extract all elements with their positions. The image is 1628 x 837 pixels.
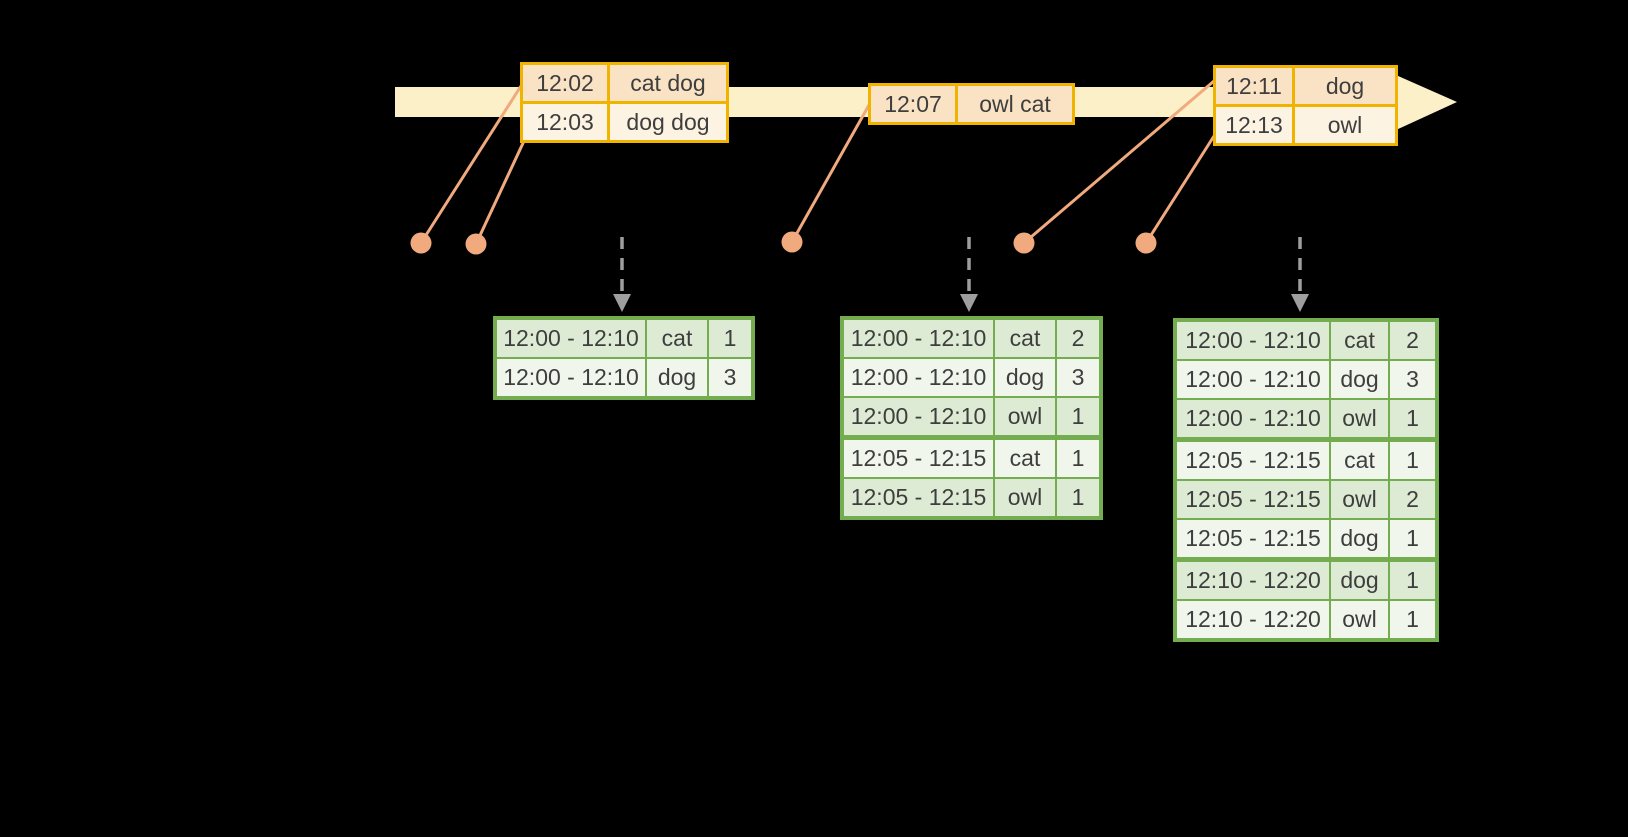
word-cell: cat (1331, 322, 1388, 359)
count-cell: 3 (709, 359, 751, 396)
word-cell: owl (1331, 400, 1388, 437)
event-time-cell: 12:11 (1216, 68, 1292, 104)
window-cell: 12:00 - 12:10 (497, 359, 645, 396)
word-cell: owl (1331, 601, 1388, 638)
count-cell: 1 (1390, 562, 1435, 599)
word-cell: cat (1331, 442, 1388, 479)
word-cell: cat (995, 320, 1055, 357)
count-cell: 1 (1390, 400, 1435, 437)
count-cell: 1 (1057, 398, 1099, 435)
event-connector-line (474, 139, 526, 246)
window-cell: 12:00 - 12:10 (844, 359, 993, 396)
word-cell: dog (1331, 520, 1388, 557)
word-cell: owl (1331, 481, 1388, 518)
timeline-arrowhead-icon (1396, 75, 1457, 130)
count-cell: 1 (1390, 442, 1435, 479)
event-connector-line (790, 103, 871, 244)
event-dot (465, 233, 487, 255)
event-connector-line (419, 84, 523, 245)
window-cell: 12:05 - 12:15 (844, 440, 993, 477)
word-cell: dog (1331, 361, 1388, 398)
word-cell: dog (647, 359, 707, 396)
count-cell: 3 (1057, 359, 1099, 396)
window-cell: 12:05 - 12:15 (1177, 481, 1329, 518)
event-connector-line (1022, 79, 1216, 245)
count-cell: 1 (1057, 479, 1099, 516)
count-cell: 2 (1057, 320, 1099, 357)
event-dot (1013, 232, 1035, 254)
event-words-cell: dog (1295, 68, 1395, 104)
word-cell: cat (995, 440, 1055, 477)
window-cell: 12:00 - 12:10 (1177, 361, 1329, 398)
word-cell: owl (995, 479, 1055, 516)
trigger-arrowhead-icon (960, 294, 978, 312)
word-cell: owl (995, 398, 1055, 435)
window-cell: 12:05 - 12:15 (1177, 442, 1329, 479)
word-cell: dog (1331, 562, 1388, 599)
count-cell: 1 (1390, 601, 1435, 638)
trigger-arrowhead-icon (1291, 294, 1309, 312)
event-dot (1135, 232, 1157, 254)
trigger-arrowhead-icon (613, 294, 631, 312)
event-words-cell: owl (1295, 107, 1395, 143)
count-cell: 2 (1390, 481, 1435, 518)
count-cell: 1 (1390, 520, 1435, 557)
window-cell: 12:05 - 12:15 (844, 479, 993, 516)
event-words-cell: cat dog (610, 65, 726, 101)
event-connector-line (1144, 134, 1216, 245)
event-words-cell: dog dog (610, 104, 726, 140)
count-cell: 1 (1057, 440, 1099, 477)
event-time-cell: 12:07 (871, 86, 955, 122)
window-cell: 12:10 - 12:20 (1177, 601, 1329, 638)
count-cell: 1 (709, 320, 751, 357)
window-cell: 12:00 - 12:10 (1177, 322, 1329, 359)
count-cell: 2 (1390, 322, 1435, 359)
count-cell: 3 (1390, 361, 1435, 398)
event-dot (410, 232, 432, 254)
window-cell: 12:05 - 12:15 (1177, 520, 1329, 557)
window-cell: 12:00 - 12:10 (497, 320, 645, 357)
window-cell: 12:10 - 12:20 (1177, 562, 1329, 599)
window-cell: 12:00 - 12:10 (844, 398, 993, 435)
event-time-cell: 12:03 (523, 104, 607, 140)
event-time-cell: 12:13 (1216, 107, 1292, 143)
event-dot (781, 231, 803, 253)
event-time-cell: 12:02 (523, 65, 607, 101)
window-cell: 12:00 - 12:10 (844, 320, 993, 357)
word-cell: dog (995, 359, 1055, 396)
event-words-cell: owl cat (958, 86, 1072, 122)
window-cell: 12:00 - 12:10 (1177, 400, 1329, 437)
word-cell: cat (647, 320, 707, 357)
